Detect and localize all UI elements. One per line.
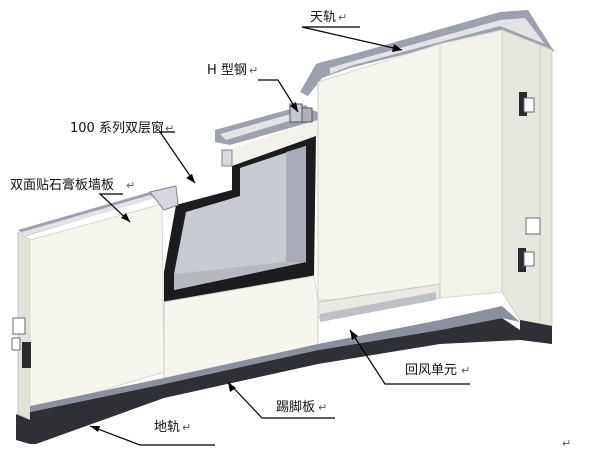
- h-steel-block-2: [301, 107, 313, 123]
- skirting-return: [520, 320, 552, 344]
- label-double-window: 100 系列双层窗: [70, 120, 164, 136]
- leader-h-steel: [258, 79, 299, 113]
- mark-page-end: ↵: [562, 437, 571, 450]
- right-wall-face-2: [439, 29, 503, 299]
- leader-floor-rail: [89, 425, 215, 446]
- arrow-double-window: [186, 174, 195, 183]
- leader-lines: [89, 26, 470, 446]
- window-sill-inner: [174, 262, 306, 290]
- right-latch-top-plate: [523, 97, 535, 113]
- left-latch-plate: [12, 317, 26, 335]
- mark-skirting: ↵: [318, 401, 327, 414]
- leader-double-window: [158, 131, 196, 184]
- top-rail-inner: [330, 18, 545, 74]
- left-latch: [22, 342, 31, 368]
- right-latch-top: [519, 92, 527, 116]
- arrow-skirting: [228, 382, 236, 392]
- right-latch-bottom-plate: [523, 251, 535, 267]
- left-latch-small: [11, 337, 21, 351]
- return-air-grille: [320, 292, 436, 322]
- arrow-floor-rail: [90, 426, 100, 432]
- window-top-rail-inner: [220, 110, 312, 140]
- arrow-gypsum-wall: [121, 213, 130, 222]
- right-latch-bottom: [518, 248, 526, 272]
- window-glass-depth: [286, 146, 306, 262]
- arrow-return-air: [350, 330, 358, 340]
- arrow-top-rail: [392, 44, 402, 52]
- right-wall-side: [501, 29, 553, 327]
- mark-top-rail: ↵: [338, 11, 347, 24]
- leader-arrowheads: [90, 44, 402, 432]
- leader-return-air: [349, 329, 470, 385]
- left-top-rail-inner: [22, 195, 156, 236]
- skirting-top-band: [30, 306, 520, 412]
- window-glass: [174, 146, 306, 290]
- window-bracket: [221, 149, 233, 167]
- right-latch-mid-plate: [525, 217, 541, 235]
- window-left-joint: [149, 185, 179, 211]
- top-rail-mid-step: [300, 62, 322, 96]
- mark-gypsum-wall: ↵: [126, 179, 135, 192]
- label-skirting: 踢脚板: [276, 399, 315, 415]
- label-floor-rail: 地轨: [154, 420, 180, 435]
- left-wall-face: [29, 203, 165, 413]
- leader-top-rail: [301, 26, 403, 51]
- label-return-air: 回风单元: [405, 363, 457, 378]
- leader-skirting: [227, 381, 335, 419]
- mark-h-steel: ↵: [249, 64, 258, 77]
- skirting-board: [30, 318, 520, 444]
- right-wall-face: [317, 43, 441, 301]
- label-h-steel: H 型钢: [207, 63, 247, 78]
- mark-double-window: ↵: [165, 122, 174, 135]
- mark-floor-rail: ↵: [182, 421, 191, 434]
- mark-return-air: ↵: [461, 364, 470, 377]
- arrow-h-steel: [290, 102, 298, 112]
- h-steel-part: [289, 103, 313, 123]
- window-upper-panel: [233, 120, 318, 166]
- floor-rail-left: [16, 414, 30, 444]
- label-top-rail: 天轨: [310, 10, 336, 25]
- leader-gypsum-wall: [98, 193, 131, 223]
- label-gypsum-wall: 双面贴石膏板墙板: [10, 177, 114, 193]
